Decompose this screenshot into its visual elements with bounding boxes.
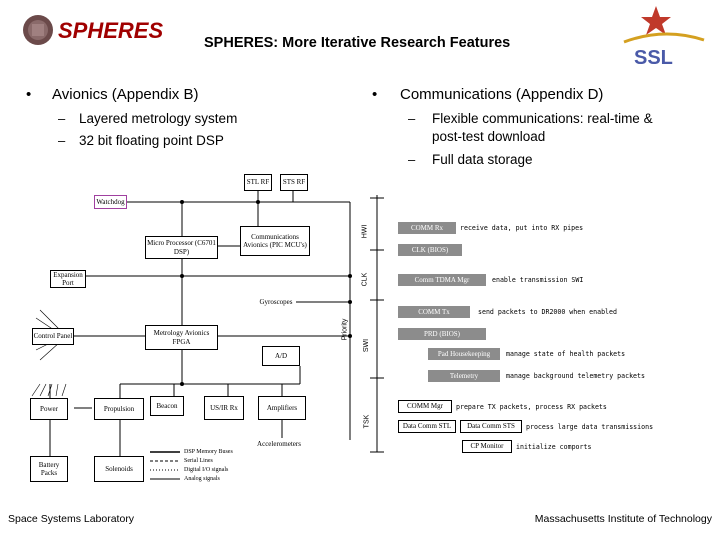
logo-text: SPHERES [58,18,164,43]
ssl-logo-text: SSL [634,47,673,69]
legend-item: Analog signals [184,476,220,482]
cp-monitor-box: CP Monitor [462,440,512,453]
comm-tx-desc: send packets to DR2000 when enabled [478,308,617,316]
gyroscopes-box: Gyroscopes [256,296,296,308]
usir-rx-box: US/IR Rx [204,396,244,420]
ad-box: A/D [262,346,300,366]
watchdog-box: Watchdog [94,195,127,209]
legend-item: Serial Lines [184,458,213,464]
left-item-1: Layered metrology system [79,111,238,126]
dash-icon: – [58,133,66,148]
pad-housekeeping-desc: manage state of health packets [506,350,626,358]
page-title: SPHERES: More Iterative Research Feature… [204,35,511,51]
priority-label: Priority [341,318,349,341]
tsk-label: TSK [363,414,371,429]
control-panel-box: Control Panel [32,328,74,345]
telemetry-desc: manage background telemetry packets [506,372,645,380]
comm-rx-desc: receive data, put into RX pipes [460,224,584,232]
battery-packs-box: Battery Packs [30,456,68,482]
accelerometers-box: Accelerometers [254,438,304,450]
dash-icon: – [58,111,66,126]
amplifiers-box: Amplifiers [258,396,306,420]
right-item-1: Flexible communications: real-time & [432,111,653,126]
comm-rx-box: COMM Rx [398,222,456,234]
communications-heading: Communications (Appendix D) [400,86,604,103]
expansion-port-box: Expansion Port [50,270,86,288]
thread-level-axis [370,195,384,453]
cp-monitor-desc: initialize comports [516,443,592,451]
prd-bios-box: PRD (BIOS) [398,328,486,340]
comm-mgr-box: COMM Mgr [398,400,452,413]
footer-left: Space Systems Laboratory [8,513,135,525]
legend-item: Digital I/O signals [184,467,229,473]
data-comm-sts-box: Data Comm STS [460,420,522,433]
legend: DSP Memory Buses Serial Lines Digital I/… [184,448,233,484]
data-comm-sts-desc: process large data transmissions [526,423,654,431]
dash-icon: – [408,111,416,126]
footer-right: Massachusetts Institute of Technology [534,513,712,525]
right-bullet-icon: • [372,86,378,103]
micro-processor-box: Micro Processor (C6701 DSP) [145,236,218,259]
propulsion-box: Propulsion [94,398,144,420]
sphere-logo-icon [23,15,53,45]
comm-tdma-box: Comm TDMA Mgr [398,274,486,286]
hwi-label: HWI [361,224,369,239]
pad-housekeeping-box: Pad Housekeeping [428,348,500,360]
data-comm-stl-box: Data Comm STL [398,420,456,433]
right-item-2: post-test download [432,129,546,144]
swi-label: SWI [363,338,371,353]
comm-mgr-desc: prepare TX packets, process RX packets [456,403,607,411]
clk-label: CLK [361,272,369,287]
solenoids-box: Solenoids [94,456,144,482]
stl-rf-box: STL RF [244,174,272,191]
right-item-3: Full data storage [432,152,533,167]
comm-tdma-desc: enable transmission SWI [492,276,584,284]
metrology-fpga-box: Metrology Avionics FPGA [145,325,218,350]
dash-icon: – [408,152,416,167]
spheres-logo: SPHERES [10,10,185,50]
ssl-logo: SSL [614,2,714,72]
left-item-2: 32 bit floating point DSP [79,133,224,148]
sts-rf-box: STS RF [280,174,308,191]
comm-avionics-box: Communications Avionics (PIC MCU's) [240,226,310,256]
comm-tx-box: COMM Tx [398,306,470,318]
avionics-heading: Avionics (Appendix B) [52,86,199,103]
beacon-box: Beacon [150,396,184,416]
clk-bios-box: CLK (BIOS) [398,244,462,256]
telemetry-box: Telemetry [428,370,500,382]
power-box: Power [30,398,68,420]
legend-item: DSP Memory Buses [184,449,233,455]
ssl-star-icon: SSL [623,6,705,69]
left-bullet-icon: • [26,86,32,103]
